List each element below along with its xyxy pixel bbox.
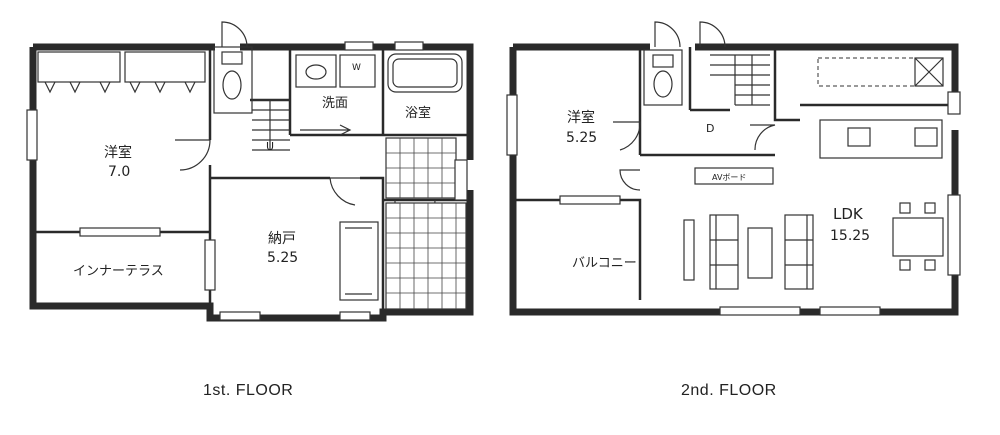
door-storage [329, 177, 360, 206]
toilet-bowl-2f [653, 70, 673, 98]
window-south-2 [339, 311, 371, 321]
room-name-storage: 納戸 [268, 231, 296, 247]
av-board-label: AVボード [712, 173, 746, 182]
door-toilet [221, 21, 248, 48]
washer-mark: W [352, 63, 361, 73]
toilet-bowl [222, 70, 242, 100]
sofa-right [784, 214, 814, 290]
toilet-tank [221, 51, 243, 65]
first-floor-plan: U W 洋室 7.0 納戸 5.25 洗面 浴室 インナーテ [26, 21, 474, 322]
toilet-tank-2f [652, 54, 674, 68]
stair-down-mark: D [706, 122, 714, 135]
window-ldk-south-1 [719, 306, 801, 316]
tile-grid-upper [385, 137, 457, 199]
shoe-cabinet [339, 221, 379, 301]
second-floor-plan: D AVボード 洋室 5.25 LDK [506, 21, 961, 316]
window-west [26, 109, 38, 161]
window-ldk-east [947, 194, 961, 276]
room-name-ldk: LDK [833, 205, 864, 223]
bathtub [387, 53, 463, 93]
door-closet-2f [750, 124, 776, 151]
door-hall-2f [699, 21, 726, 48]
door-western-room [175, 139, 211, 171]
coffee-table [747, 227, 773, 279]
floor-label-second: 2nd. FLOOR [681, 382, 777, 399]
entry-window [454, 159, 468, 201]
closet-shelf-right [124, 51, 206, 83]
room-name-western-1f: 洋室 [104, 144, 132, 161]
window-south-1 [219, 311, 261, 321]
room-size-western-1f: 7.0 [108, 164, 130, 180]
window-ldk-south-2 [819, 306, 881, 316]
second-floor-interior-walls [513, 47, 955, 300]
first-floor-outer-wall [29, 43, 474, 322]
door-western-2f [613, 121, 641, 151]
room-name-balcony: バルコニー [572, 256, 637, 271]
kitchen-counter [819, 119, 943, 159]
room-size-storage: 5.25 [267, 250, 298, 266]
av-board [694, 167, 774, 185]
dining-table [892, 217, 944, 257]
sofa-left [709, 214, 739, 290]
window-balcony-door [559, 195, 621, 205]
room-name-bathroom: 浴室 [405, 105, 431, 121]
window-terrace-east [204, 239, 216, 291]
door-toilet-2f [654, 21, 681, 48]
dining-chair-2 [924, 202, 936, 214]
door-balcony [619, 169, 641, 191]
window-terrace [79, 227, 161, 237]
room-name-western-2f: 洋室 [567, 109, 595, 126]
wash-basin [295, 54, 337, 88]
cooktop [914, 127, 938, 147]
window-west-2f [506, 94, 518, 156]
dining-chair-1 [899, 202, 911, 214]
window-north-2 [394, 41, 424, 51]
window-ldk-west [683, 219, 695, 281]
room-name-inner-terrace: インナーテラス [73, 264, 164, 279]
window-north-1 [344, 41, 374, 51]
tile-grid-lower [385, 202, 467, 310]
staircase-first-floor [252, 99, 290, 151]
dining-chair-3 [899, 259, 911, 271]
closet-shelf-left [37, 51, 121, 83]
room-name-washroom: 洗面 [322, 96, 348, 111]
room-size-western-2f: 5.25 [566, 130, 597, 146]
floor-label-first: 1st. FLOOR [203, 382, 293, 399]
dining-chair-4 [924, 259, 936, 271]
room-size-ldk: 15.25 [830, 228, 870, 244]
window-kitchen-east [947, 91, 961, 115]
kitchen-sink [847, 127, 871, 147]
washer-space [339, 54, 376, 88]
staircase-second-floor [710, 54, 770, 106]
stair-up-mark: U [266, 140, 274, 153]
